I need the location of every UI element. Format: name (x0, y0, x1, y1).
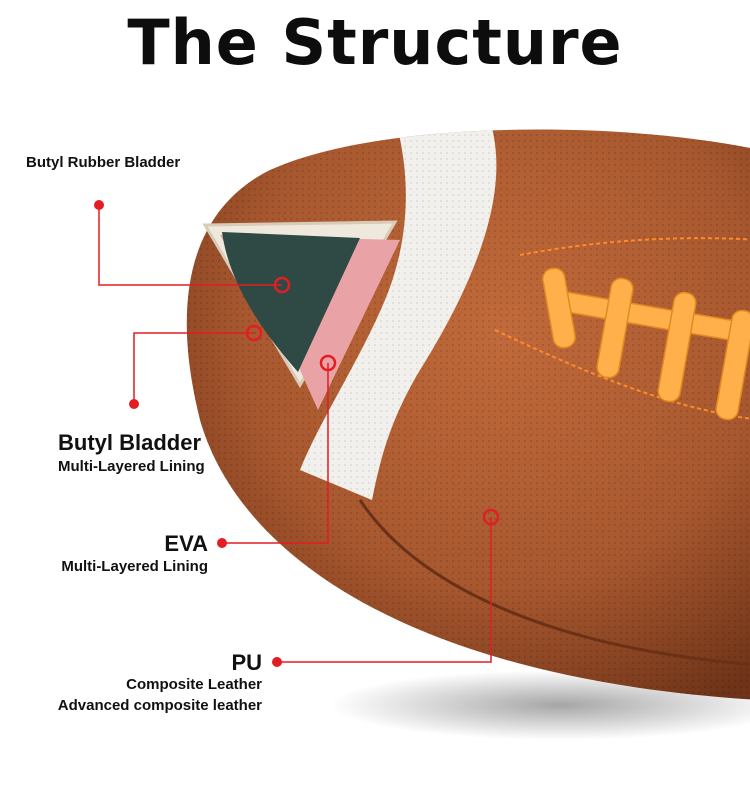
laces (542, 267, 750, 421)
label-butyl-bladder: Butyl Bladder (58, 430, 202, 455)
lower-seam (358, 499, 750, 667)
dot-pu (272, 657, 282, 667)
label-butyl-rubber-bladder: Butyl Rubber Bladder (26, 154, 181, 171)
target-rings (245, 276, 500, 526)
label-pu-sub2: Advanced composite leather (57, 697, 262, 714)
dot-bladder (94, 200, 104, 210)
lace-stitching (494, 237, 750, 421)
bladder-layer (222, 232, 360, 372)
callout-line-pu (277, 517, 492, 663)
callout-line-eva (222, 363, 329, 544)
label-pu: PU (231, 650, 262, 675)
ring-pu (482, 508, 500, 526)
ring-bladder (273, 276, 291, 294)
label-butyl-sub: Multi-Layered Lining (58, 458, 205, 475)
ring-eva (319, 354, 337, 372)
label-eva: EVA (164, 531, 208, 556)
dot-eva (217, 538, 227, 548)
page-title: The Structure (127, 6, 623, 79)
label-eva-sub: Multi-Layered Lining (61, 558, 208, 575)
callout-lines (98, 205, 492, 663)
ring-butyl (245, 324, 263, 342)
callout-line-butyl (133, 332, 254, 404)
callout-dots (94, 200, 282, 667)
label-pu-sub1: Composite Leather (126, 676, 262, 693)
callout-line-bladder (98, 205, 282, 286)
dot-butyl (129, 399, 139, 409)
